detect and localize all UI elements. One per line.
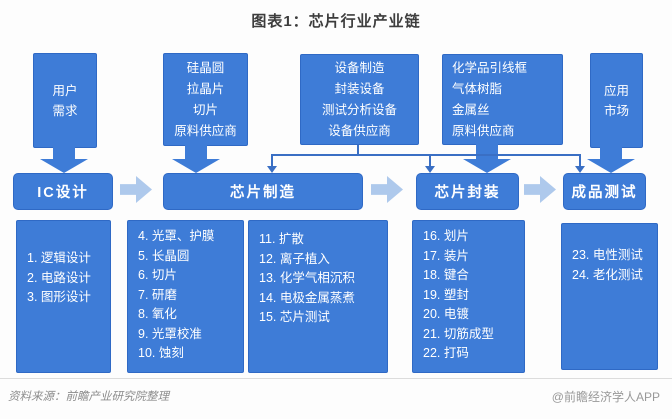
stage-label: 成品测试 [571, 185, 638, 201]
box-line: 用户 [52, 83, 78, 98]
process-item: 24. 老化测试 [572, 267, 643, 282]
right-arrow-icon [371, 176, 403, 203]
process-item: 23. 电性测试 [572, 248, 643, 262]
process-list-ic-design: 1. 逻辑设计 2. 电路设计 3. 图形设计 [16, 220, 111, 373]
down-arrow-icon [587, 159, 635, 173]
box-line: 拉晶片 [186, 81, 225, 96]
box-line: 市场 [603, 103, 629, 118]
process-item: 2. 电路设计 [27, 270, 91, 285]
process-item: 9. 光罩校准 [138, 326, 202, 341]
down-arrow-stem [185, 144, 207, 160]
process-item: 5. 长晶圆 [138, 248, 190, 263]
box-line: 封装设备 [334, 81, 385, 96]
process-item: 15. 芯片测试 [259, 310, 330, 324]
box-application-market: 应用 市场 [590, 53, 643, 148]
small-down-arrow-icon [575, 166, 585, 173]
box-line: 切片 [192, 102, 218, 117]
down-arrow-stem [476, 143, 498, 160]
brand-note: @前瞻经济学人APP [551, 390, 660, 404]
box-line: 原料供应商 [452, 123, 515, 138]
process-item: 14. 电极金属蒸煮 [259, 290, 355, 305]
process-item: 11. 扩散 [259, 232, 304, 246]
box-packaging-material-supplier: 化学品引线框 气体树脂 金属丝 原料供应商 [442, 54, 563, 145]
process-item: 8. 氧化 [138, 307, 177, 321]
box-line: 设备制造 [334, 60, 385, 75]
box-line: 硅晶圆 [186, 60, 225, 75]
down-arrow-icon [40, 159, 88, 173]
small-down-arrow-icon [267, 166, 277, 173]
page-title: 图表1：芯片行业产业链 [251, 13, 421, 30]
process-item: 6. 切片 [138, 268, 177, 282]
box-line: 测试分析设备 [321, 102, 397, 117]
process-item: 13. 化学气相沉积 [259, 271, 355, 285]
process-item: 3. 图形设计 [27, 290, 91, 304]
process-item: 10. 蚀刻 [138, 346, 184, 360]
connector-line [579, 154, 581, 167]
process-item: 19. 塑封 [423, 287, 469, 302]
process-list-testing: 23. 电性测试 24. 老化测试 [561, 223, 658, 370]
box-line: 原料供应商 [174, 123, 237, 138]
small-down-arrow-icon [425, 166, 435, 173]
process-item: 22. 打码 [423, 346, 469, 360]
box-line: 设备供应商 [328, 123, 391, 138]
right-arrow-icon [524, 176, 556, 203]
process-list-manufacturing-2: 11. 扩散 12. 离子植入 13. 化学气相沉积 14. 电极金属蒸煮 15… [248, 220, 388, 373]
down-arrow-icon [463, 159, 511, 173]
process-item: 12. 离子植入 [259, 251, 330, 266]
process-list-manufacturing-1: 4. 光罩、护膜 5. 长晶圆 6. 切片 7. 研磨 8. 氧化 9. 光罩校… [127, 220, 244, 373]
stage-chip-manufacturing: 芯片制造 [163, 173, 363, 210]
process-item: 21. 切筋成型 [423, 326, 494, 341]
stage-ic-design: IC设计 [13, 173, 113, 210]
box-line: 需求 [52, 103, 78, 118]
process-item: 1. 逻辑设计 [27, 251, 91, 265]
process-item: 16. 划片 [423, 229, 469, 243]
connector-line [357, 145, 359, 156]
stage-label: 芯片封装 [434, 185, 501, 201]
down-arrow-icon [172, 159, 220, 173]
connector-line [272, 154, 581, 156]
stage-final-testing: 成品测试 [563, 173, 646, 210]
process-list-packaging: 16. 划片 17. 装片 18. 键合 19. 塑封 20. 电镀 21. 切… [412, 220, 525, 373]
process-item: 18. 键合 [423, 268, 469, 282]
box-line: 应用 [603, 83, 629, 98]
right-arrow-icon [120, 176, 152, 203]
box-line: 化学品引线框 [452, 60, 528, 75]
box-wafer-material-supplier: 硅晶圆 拉晶片 切片 原料供应商 [163, 53, 248, 146]
stage-chip-packaging: 芯片封装 [416, 173, 519, 210]
down-arrow-stem [600, 146, 622, 160]
connector-line [271, 154, 273, 167]
source-note: 资料来源：前瞻产业研究院整理 [8, 391, 169, 403]
process-item: 17. 装片 [423, 248, 469, 263]
process-item: 4. 光罩、护膜 [138, 229, 215, 243]
box-user-demand: 用户 需求 [33, 53, 97, 148]
process-item: 20. 电镀 [423, 307, 469, 321]
stage-label: IC设计 [37, 185, 89, 201]
footer-divider [0, 378, 672, 379]
process-item: 7. 研磨 [138, 287, 177, 302]
down-arrow-stem [53, 146, 75, 160]
box-equipment-supplier: 设备制造 封装设备 测试分析设备 设备供应商 [300, 54, 419, 145]
stage-label: 芯片制造 [230, 185, 296, 201]
box-line: 气体树脂 [452, 81, 503, 96]
box-line: 金属丝 [452, 102, 490, 117]
connector-line [429, 154, 431, 167]
